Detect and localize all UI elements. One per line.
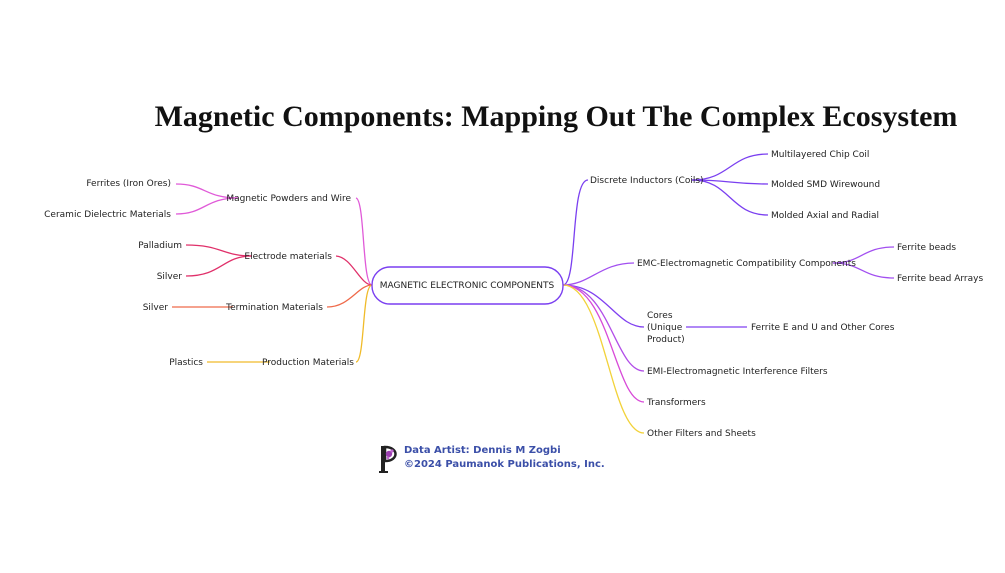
leaf-ceramic-dielectric[interactable]: Ceramic Dielectric Materials bbox=[44, 210, 171, 220]
connector-ferrite-beads bbox=[832, 246, 895, 264]
credit-artist: Data Artist: Dennis M Zogbi bbox=[404, 445, 561, 456]
connector-lines bbox=[172, 153, 895, 434]
branch-cores-line-3: Product) bbox=[647, 335, 685, 345]
page-title: Magnetic Components: Mapping Out The Com… bbox=[154, 100, 958, 133]
branch-production-materials[interactable]: Production Materials bbox=[262, 358, 354, 368]
branch-magnetic-powders[interactable]: Magnetic Powders and Wire bbox=[226, 194, 351, 204]
connector-emi bbox=[562, 284, 645, 372]
connector-emc bbox=[562, 262, 635, 286]
connector-ferrites bbox=[175, 183, 239, 199]
branch-emc-components[interactable]: EMC-Electromagnetic Compatibility Compon… bbox=[637, 259, 856, 269]
connector-other-filters bbox=[562, 284, 645, 434]
branch-discrete-inductors[interactable]: Discrete Inductors (Coils) bbox=[590, 176, 704, 186]
connector-production bbox=[355, 284, 373, 363]
leaf-ferrite-bead-arrays[interactable]: Ferrite bead Arrays bbox=[897, 274, 983, 284]
branch-cores-line-2: (Unique bbox=[647, 323, 683, 333]
branch-termination-materials[interactable]: Termination Materials bbox=[225, 303, 323, 313]
leaf-multilayered-chip-coil[interactable]: Multilayered Chip Coil bbox=[771, 150, 869, 160]
branch-cores[interactable]: Cores (Unique Product) bbox=[647, 311, 685, 345]
connector-silver-electrode bbox=[185, 255, 253, 277]
branch-other-filters[interactable]: Other Filters and Sheets bbox=[647, 429, 756, 439]
connector-magnetic-powders bbox=[355, 197, 373, 286]
connector-transformers bbox=[562, 284, 645, 403]
credit-text: Data Artist: Dennis M Zogbi ©2024 Pauman… bbox=[404, 444, 605, 472]
connector-palladium bbox=[185, 244, 253, 257]
connector-molded-smd bbox=[691, 179, 769, 185]
leaf-silver-electrode[interactable]: Silver bbox=[157, 272, 183, 282]
connector-multilayered bbox=[691, 153, 769, 181]
center-node-label: MAGNETIC ELECTRONIC COMPONENTS bbox=[380, 281, 555, 291]
paumanok-p-logo-icon bbox=[379, 445, 397, 473]
leaf-ferrite-beads[interactable]: Ferrite beads bbox=[897, 243, 956, 253]
branch-cores-line-1: Cores bbox=[647, 311, 673, 321]
credit-copyright: ©2024 Paumanok Publications, Inc. bbox=[404, 459, 605, 470]
leaf-ferrites[interactable]: Ferrites (Iron Ores) bbox=[86, 179, 171, 189]
credit-block: Data Artist: Dennis M Zogbi ©2024 Pauman… bbox=[378, 444, 605, 474]
connector-ceramic bbox=[175, 197, 239, 215]
branch-transformers[interactable]: Transformers bbox=[646, 398, 706, 408]
connector-termination bbox=[326, 284, 373, 308]
leaf-molded-axial-radial[interactable]: Molded Axial and Radial bbox=[771, 211, 879, 221]
connector-molded-axial bbox=[691, 179, 769, 216]
connector-electrode bbox=[335, 255, 373, 286]
connector-discrete-inductors bbox=[562, 179, 589, 286]
leaf-ferrite-cores[interactable]: Ferrite E and U and Other Cores bbox=[751, 323, 895, 333]
branch-emi-filters[interactable]: EMI-Electromagnetic Interference Filters bbox=[647, 367, 828, 377]
center-node[interactable] bbox=[371, 266, 564, 305]
leaf-palladium[interactable]: Palladium bbox=[138, 241, 182, 251]
connector-cores bbox=[562, 284, 645, 328]
leaf-plastics[interactable]: Plastics bbox=[169, 358, 203, 368]
leaf-silver-termination[interactable]: Silver bbox=[143, 303, 169, 313]
branch-electrode-materials[interactable]: Electrode materials bbox=[244, 252, 332, 262]
connector-ferrite-bead-arrays bbox=[832, 262, 895, 279]
leaf-molded-smd-wirewound[interactable]: Molded SMD Wirewound bbox=[771, 180, 880, 190]
